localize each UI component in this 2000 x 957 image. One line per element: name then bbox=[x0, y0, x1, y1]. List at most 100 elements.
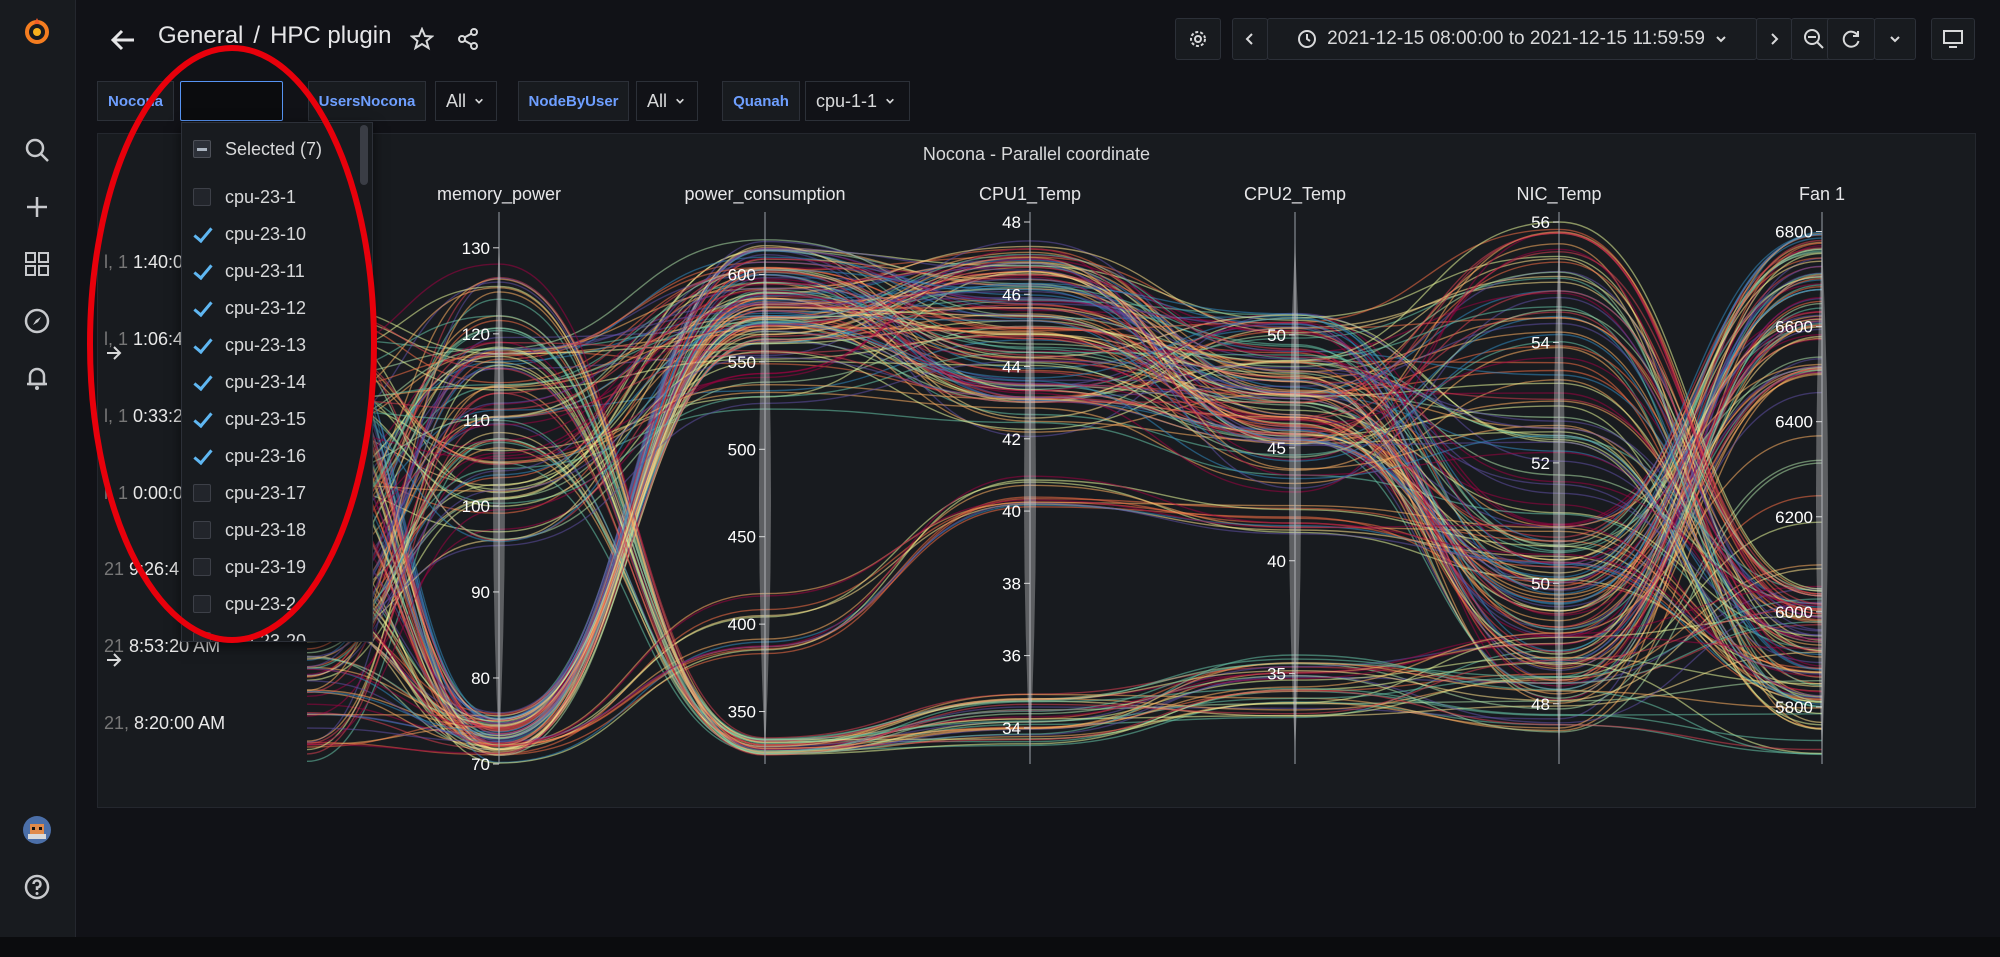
explore-compass-icon[interactable] bbox=[18, 302, 56, 340]
data-polyline bbox=[306, 268, 1823, 592]
breadcrumb-folder[interactable]: General bbox=[158, 22, 244, 49]
axis-tick-label: 36 bbox=[1002, 647, 1021, 666]
arrow-right-icon bbox=[107, 346, 122, 360]
axis-tick-label: 6600 bbox=[1775, 318, 1813, 337]
dashboard-settings-button[interactable] bbox=[1175, 18, 1221, 60]
star-icon[interactable] bbox=[407, 24, 437, 54]
unchecked-checkbox-icon bbox=[193, 521, 211, 539]
dropdown-option[interactable]: cpu-23-17 bbox=[182, 475, 352, 511]
data-polyline bbox=[306, 333, 1823, 637]
dropdown-option[interactable]: cpu-23-1 bbox=[182, 179, 352, 215]
dropdown-option-label: cpu-23-1 bbox=[225, 186, 297, 207]
dropdown-option[interactable]: cpu-23-2 bbox=[182, 586, 352, 622]
chevron-down-icon bbox=[886, 98, 894, 104]
violin-shape bbox=[759, 242, 771, 754]
dashboard-title[interactable]: HPC plugin bbox=[270, 22, 392, 49]
dropdown-option-label: cpu-23-20 bbox=[225, 630, 307, 642]
dropdown-option[interactable]: cpu-23-15 bbox=[182, 401, 352, 437]
axis-title: CPU1_Temp bbox=[979, 184, 1081, 205]
selected-toggle-all[interactable]: Selected (7) bbox=[182, 131, 352, 167]
plus-icon[interactable] bbox=[18, 188, 56, 226]
user-avatar-icon[interactable] bbox=[18, 811, 56, 849]
panel-title[interactable]: Nocona - Parallel coordinate bbox=[922, 144, 1151, 164]
time-axis-time: 0:33:2 bbox=[133, 406, 184, 426]
data-polyline bbox=[306, 285, 1823, 743]
data-polyline bbox=[306, 346, 1823, 741]
nocona-search-input[interactable] bbox=[180, 81, 283, 121]
dropdown-option-label: cpu-23-18 bbox=[225, 519, 307, 540]
zoom-out-icon bbox=[1804, 29, 1824, 49]
dropdown-option[interactable]: cpu-23-16 bbox=[182, 438, 352, 474]
variable-label-usersnocona: UsersNocona bbox=[308, 81, 426, 121]
checked-checkbox-icon bbox=[193, 410, 211, 428]
data-polyline bbox=[306, 314, 1823, 671]
dropdown-option[interactable]: cpu-23-19 bbox=[182, 549, 352, 585]
axis-tick-label: 6400 bbox=[1775, 413, 1813, 432]
axis-tick-label: 56 bbox=[1531, 213, 1550, 232]
checked-checkbox-icon bbox=[193, 225, 211, 243]
help-icon[interactable] bbox=[18, 868, 56, 906]
time-axis-time: 0:00:0 bbox=[133, 483, 184, 503]
axis-tick-label: 350 bbox=[728, 703, 756, 722]
chevron-down-icon bbox=[676, 98, 684, 104]
usersnocona-select[interactable]: All bbox=[435, 81, 497, 121]
dropdown-option[interactable]: cpu-23-14 bbox=[182, 364, 352, 400]
time-shift-back-button[interactable] bbox=[1232, 18, 1268, 60]
checked-checkbox-icon bbox=[193, 447, 211, 465]
dropdown-option[interactable]: cpu-23-11 bbox=[182, 253, 352, 289]
axis-tick-label: 70 bbox=[471, 755, 490, 774]
data-polyline bbox=[306, 248, 1823, 627]
back-arrow-icon[interactable] bbox=[103, 20, 143, 60]
axis-tick-label: 550 bbox=[728, 353, 756, 372]
alerting-bell-icon[interactable] bbox=[18, 359, 56, 397]
axis-tick-label: 5800 bbox=[1775, 698, 1813, 717]
grafana-logo-icon[interactable] bbox=[18, 12, 56, 50]
search-icon[interactable] bbox=[18, 131, 56, 169]
axis-tick-label: 100 bbox=[462, 497, 490, 516]
time-picker-button[interactable]: 2021-12-15 08:00:00 to 2021-12-15 11:59:… bbox=[1267, 18, 1757, 60]
dropdown-scrollbar[interactable] bbox=[360, 125, 368, 185]
time-axis-label: l, 1 0:33:2 bbox=[104, 406, 183, 427]
time-axis-date-prefix: l, 1 bbox=[104, 252, 134, 272]
dropdown-option-label: cpu-23-12 bbox=[225, 297, 307, 318]
data-polyline bbox=[306, 288, 1823, 729]
gear-icon bbox=[1190, 31, 1206, 47]
data-polyline bbox=[306, 286, 1823, 750]
axis-tick-label: 35 bbox=[1267, 665, 1286, 684]
refresh-interval-dropdown[interactable] bbox=[1874, 18, 1916, 60]
dropdown-option[interactable]: cpu-23-10 bbox=[182, 216, 352, 252]
time-axis-date-prefix: l, 1 bbox=[104, 483, 134, 503]
quanah-select[interactable]: cpu-1-1 bbox=[805, 81, 910, 121]
data-polyline bbox=[306, 297, 1823, 624]
dropdown-option[interactable]: cpu-23-12 bbox=[182, 290, 352, 326]
data-polyline bbox=[306, 233, 1823, 742]
nodebyuser-select[interactable]: All bbox=[636, 81, 698, 121]
data-polyline bbox=[306, 286, 1823, 740]
time-shift-forward-button[interactable] bbox=[1756, 18, 1792, 60]
time-axis-time: 1:06:4 bbox=[133, 329, 184, 349]
sidebar bbox=[0, 0, 76, 937]
chevron-down-icon bbox=[475, 98, 483, 104]
variable-label-nocona: Nocona bbox=[97, 81, 174, 121]
refresh-button[interactable] bbox=[1827, 18, 1875, 60]
axis-tick-label: 34 bbox=[1002, 719, 1021, 738]
tv-mode-button[interactable] bbox=[1931, 18, 1975, 60]
dropdown-option[interactable]: cpu-23-20 bbox=[182, 623, 352, 642]
share-icon[interactable] bbox=[453, 24, 483, 54]
axis-title: CPU2_Temp bbox=[1244, 184, 1346, 205]
axis-tick-label: 500 bbox=[728, 440, 756, 459]
time-axis-date-prefix: l, 1 bbox=[104, 406, 134, 426]
dropdown-option[interactable]: cpu-23-13 bbox=[182, 327, 352, 363]
violin-shape bbox=[1289, 242, 1301, 754]
quanah-value: cpu-1-1 bbox=[816, 90, 878, 111]
dashboards-icon[interactable] bbox=[18, 245, 56, 283]
data-polyline bbox=[306, 285, 1823, 756]
dropdown-option[interactable]: cpu-23-18 bbox=[182, 512, 352, 548]
dropdown-option-label: cpu-23-2 bbox=[225, 593, 297, 614]
usersnocona-value: All bbox=[446, 90, 467, 111]
axis-tick-label: 48 bbox=[1002, 213, 1021, 232]
parallel-coordinates-svg[interactable]: memory_power130120110100908070power_cons… bbox=[97, 133, 1976, 808]
